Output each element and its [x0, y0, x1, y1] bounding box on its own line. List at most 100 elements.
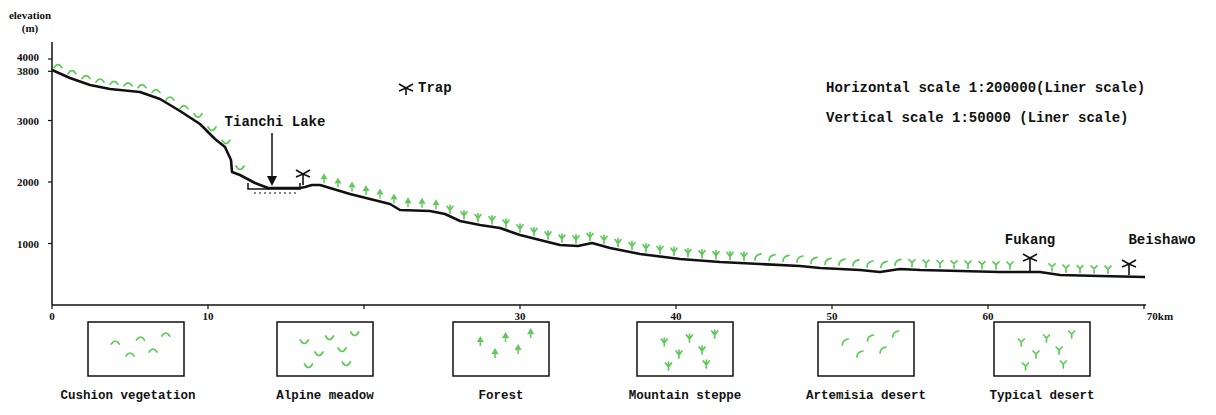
- annotation-label: Beishawo: [1128, 233, 1195, 247]
- legend-label: Cushion vegetation: [60, 390, 195, 403]
- y-axis: [51, 42, 53, 305]
- forest-symbol: [419, 198, 426, 208]
- artemisia-symbol: [857, 351, 863, 357]
- steppe-symbol: [643, 244, 649, 252]
- artemisia-symbol: [867, 261, 873, 267]
- y-tick: [48, 58, 52, 59]
- legend-samples: [88, 322, 1090, 376]
- steppe-symbol: [685, 249, 691, 257]
- forest-symbol: [492, 348, 499, 358]
- trap-symbol: [296, 170, 310, 185]
- steppe-symbol: [573, 235, 579, 243]
- steppe-symbol: [447, 205, 453, 213]
- vegetation-marks: [54, 65, 1111, 274]
- meadow-symbol: [300, 340, 308, 344]
- axis-label: 1000: [17, 239, 39, 250]
- axes: [48, 42, 1146, 309]
- steppe-symbol: [666, 362, 672, 370]
- annotation-label: Horizontal scale 1:200000(Liner scale): [826, 81, 1145, 95]
- legend-sample-box: [818, 322, 914, 376]
- cushion-symbol: [96, 79, 104, 82]
- legend-sample-box: [277, 322, 373, 376]
- forest-symbol: [391, 193, 398, 203]
- axis-label: elevation: [9, 10, 51, 21]
- axis-label: 30: [515, 311, 526, 322]
- cushion-symbol: [137, 337, 145, 340]
- steppe-symbol: [629, 241, 635, 249]
- desert-symbol: [979, 262, 985, 269]
- y-tick: [48, 71, 52, 72]
- legend-label: Forest: [478, 390, 523, 403]
- desert-symbol: [923, 260, 929, 267]
- desert-symbol: [1105, 266, 1111, 273]
- meadow-symbol: [342, 362, 350, 366]
- steppe-symbol: [615, 239, 621, 247]
- axis-label: 70km: [1147, 311, 1173, 322]
- desert-symbol: [965, 261, 971, 268]
- elevation-profile: [52, 70, 1145, 277]
- axis-label: 50: [827, 311, 838, 322]
- annotation-label: Trap: [418, 81, 452, 95]
- meadow-symbol: [194, 114, 202, 118]
- steppe-symbol: [531, 228, 537, 236]
- meadow-symbol: [236, 166, 244, 170]
- cushion-symbol: [180, 106, 188, 109]
- artemisia-symbol: [755, 254, 761, 260]
- forest-symbol: [363, 185, 370, 195]
- desert-symbol: [909, 260, 915, 267]
- cushion-symbol: [162, 333, 170, 336]
- legend-label: Alpine meadow: [276, 390, 374, 403]
- forest-symbol: [502, 332, 509, 342]
- axis-label: 3000: [17, 116, 39, 127]
- cushion-symbol: [124, 83, 132, 86]
- legend-label: Typical desert: [989, 390, 1094, 403]
- artemisia-symbol: [893, 331, 899, 337]
- trap-symbol: [1023, 254, 1037, 271]
- artemisia-symbol: [880, 347, 886, 353]
- cushion-symbol: [149, 349, 157, 352]
- artemisia-symbol: [868, 335, 874, 341]
- legend-sample-box: [637, 322, 733, 376]
- meadow-symbol: [315, 352, 323, 356]
- desert-symbol: [1063, 265, 1069, 272]
- desert-symbol: [1060, 361, 1066, 368]
- axis-label: (m): [22, 23, 39, 34]
- forest-symbol: [321, 173, 328, 183]
- cushion-symbol: [68, 71, 76, 74]
- steppe-symbol: [559, 234, 565, 242]
- meadow-symbol: [305, 364, 313, 368]
- steppe-symbol: [687, 334, 693, 342]
- forest-symbol: [349, 182, 356, 192]
- artemisia-symbol: [895, 259, 901, 265]
- forest-symbol: [405, 197, 412, 207]
- steppe-symbol: [475, 214, 481, 222]
- steppe-symbol: [676, 350, 682, 358]
- desert-symbol: [1049, 264, 1055, 271]
- cushion-symbol: [138, 85, 146, 88]
- meadow-symbol: [222, 140, 230, 144]
- forest-symbol: [377, 189, 384, 199]
- axis-label: 40: [671, 311, 682, 322]
- desert-symbol: [951, 261, 957, 268]
- desert-symbol: [937, 261, 943, 268]
- y-tick: [48, 181, 52, 182]
- desert-symbol: [1044, 335, 1050, 342]
- meadow-symbol: [351, 332, 359, 336]
- x-tick: [207, 305, 208, 309]
- steppe-symbol: [661, 338, 667, 346]
- cushion-symbol: [54, 65, 62, 68]
- artemisia-symbol: [825, 258, 831, 264]
- steppe-symbol: [727, 252, 733, 260]
- steppe-symbol: [699, 346, 705, 354]
- meadow-symbol: [326, 336, 334, 340]
- artemisia-symbol: [839, 259, 845, 265]
- desert-symbol: [1077, 266, 1083, 273]
- axis-label: 0: [49, 311, 55, 322]
- artemisia-symbol: [853, 260, 859, 266]
- meadow-symbol: [208, 127, 216, 131]
- steppe-symbol: [657, 246, 663, 254]
- x-tick: [831, 305, 832, 309]
